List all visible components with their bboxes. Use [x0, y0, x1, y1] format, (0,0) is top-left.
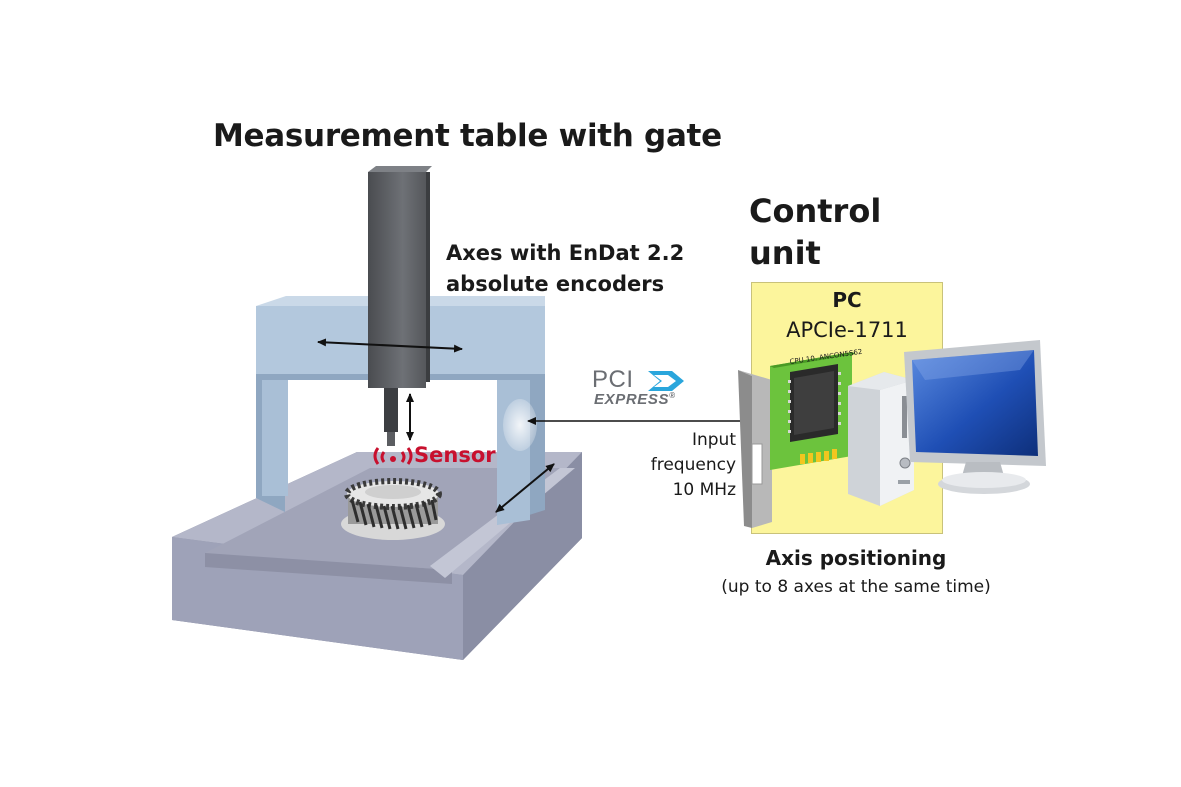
axis-positioning-title: Axis positioning — [765, 546, 947, 570]
pci-logo-text: PCI — [592, 366, 634, 393]
control-unit-line-2: unit — [749, 234, 821, 272]
gear-workpiece-icon — [341, 478, 445, 540]
input-frequency-label: Input frequency 10 MHz — [600, 428, 736, 503]
encoder-glow — [503, 399, 537, 451]
pci-registered-mark: ® — [669, 391, 676, 400]
encoder-axes-label: Axes with EnDat 2.2 absolute encoders — [446, 238, 684, 300]
encoder-axes-line-2: absolute encoders — [446, 272, 665, 296]
input-frequency-line-2: frequency — [650, 455, 736, 475]
axis-arrows — [317, 338, 555, 513]
input-frequency-line-1: Input — [691, 430, 736, 450]
diagram-title: Measurement table with gate — [213, 118, 722, 154]
control-unit-line-1: Control — [749, 192, 882, 230]
pc-title: PC — [832, 288, 862, 312]
pc-card-model: APCIe-1711 — [786, 318, 908, 342]
x-axis-arrow — [317, 338, 463, 353]
pci-express-word: EXPRESS — [594, 391, 670, 408]
y-axis-arrow — [495, 463, 555, 513]
input-frequency-value: 10 MHz — [672, 480, 736, 500]
sensor-label: Sensor — [414, 443, 496, 467]
pci-express-logo-text: EXPRESS® — [594, 391, 676, 408]
pci-express-arrow-icon — [648, 371, 684, 391]
encoder-axes-line-1: Axes with EnDat 2.2 — [446, 241, 685, 265]
sensor-icon — [373, 447, 413, 465]
z-axis-column — [368, 166, 432, 446]
control-unit-title: Control unit — [749, 190, 881, 274]
axis-positioning-subtitle: (up to 8 axes at the same time) — [721, 577, 991, 597]
